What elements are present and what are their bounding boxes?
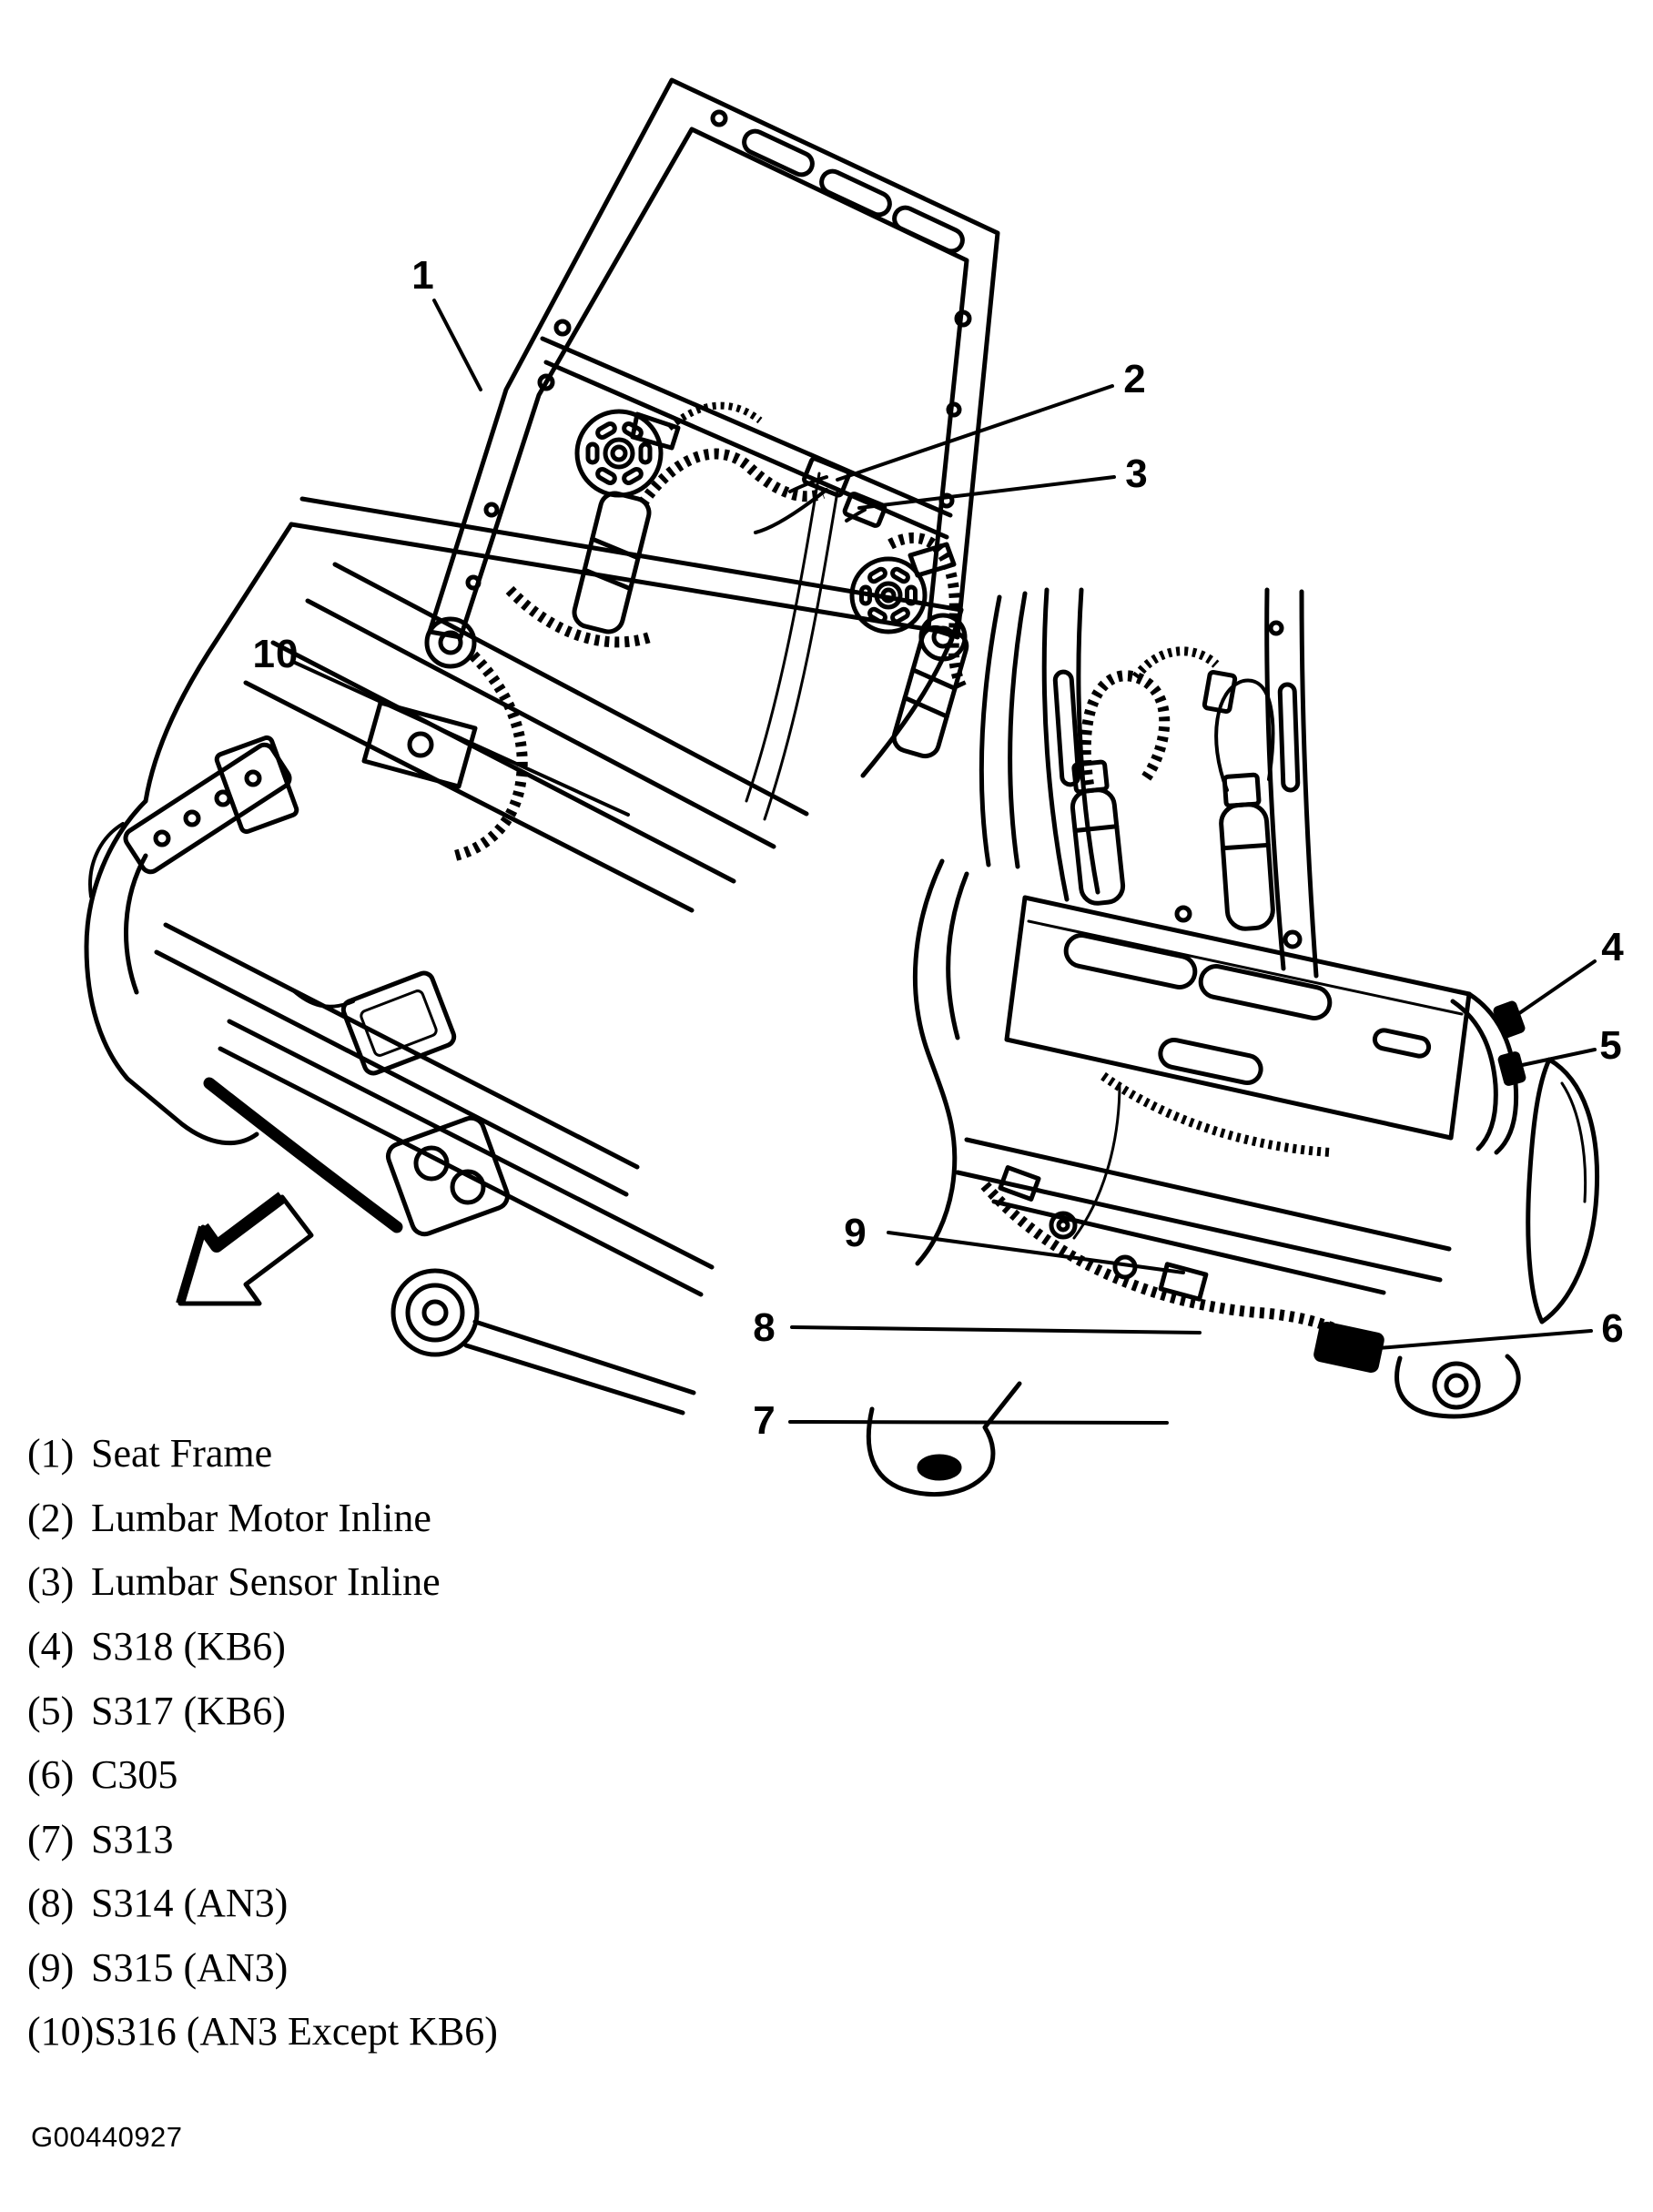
leader-line-7 xyxy=(788,1420,1169,1425)
callout-7: 7 xyxy=(753,1398,776,1443)
legend-item-label: S316 (AN3 Except KB6) xyxy=(94,2009,498,2054)
seat-frame-rear-view-drawing xyxy=(866,587,1600,1497)
callout-1: 1 xyxy=(411,253,435,298)
figure-id-code: G00440927 xyxy=(31,2121,183,2153)
callout-2: 2 xyxy=(1123,357,1147,401)
legend-item-number: (3) xyxy=(27,1559,75,1604)
legend-item: (10)S316 (AN3 Except KB6) xyxy=(27,2009,498,2055)
callout-3: 3 xyxy=(1125,452,1149,496)
legend-item-label: Lumbar Motor Inline xyxy=(91,1496,431,1540)
legend-item-label: S314 (AN3) xyxy=(91,1881,289,1925)
view-direction-arrow-icon xyxy=(176,1192,314,1306)
legend-item-number: (5) xyxy=(27,1689,75,1733)
lumbar-motor-left xyxy=(572,409,681,634)
legend-item: (8) S314 (AN3) xyxy=(27,1881,288,1926)
leader-line-8 xyxy=(790,1325,1202,1334)
legend-item-label: S315 (AN3) xyxy=(91,1945,289,1990)
legend-item: (4) S318 (KB6) xyxy=(27,1624,286,1669)
callout-10: 10 xyxy=(252,632,299,676)
legend-item: (1) Seat Frame xyxy=(27,1431,272,1476)
legend-item: (6) C305 xyxy=(27,1752,177,1798)
legend-item: (5) S317 (KB6) xyxy=(27,1689,286,1734)
legend-item-label: S318 (KB6) xyxy=(91,1624,286,1669)
legend-item-number: (4) xyxy=(27,1624,75,1669)
legend-item-number: (2) xyxy=(27,1496,75,1540)
leader-line-9 xyxy=(887,1231,1185,1274)
legend-item-number: (8) xyxy=(27,1881,75,1925)
callout-8: 8 xyxy=(753,1305,776,1350)
legend-item-label: S317 (KB6) xyxy=(91,1689,286,1733)
leader-line-1 xyxy=(432,299,482,391)
legend-item-number: (6) xyxy=(27,1752,75,1797)
legend-item-label: S313 xyxy=(91,1817,174,1862)
callout-9: 9 xyxy=(844,1211,867,1255)
leader-line-4 xyxy=(1511,959,1597,1020)
legend-item-number: (9) xyxy=(27,1945,75,1990)
callout-6: 6 xyxy=(1601,1306,1625,1351)
legend-item-number: (7) xyxy=(27,1817,75,1862)
leader-line-5 xyxy=(1512,1048,1597,1069)
legend-item: (9) S315 (AN3) xyxy=(27,1945,288,1991)
legend-item: (2) Lumbar Motor Inline xyxy=(27,1496,431,1541)
callout-4: 4 xyxy=(1601,925,1625,969)
legend-item-label: C305 xyxy=(91,1752,178,1797)
leader-line-3 xyxy=(857,475,1116,510)
legend-item: (7) S313 xyxy=(27,1817,173,1862)
seat-frame-front-view-drawing xyxy=(84,77,1000,1415)
legend-item: (3) Lumbar Sensor Inline xyxy=(27,1559,441,1605)
legend-item-label: Lumbar Sensor Inline xyxy=(91,1559,441,1604)
leader-line-2 xyxy=(836,384,1114,482)
legend-item-number: (1) xyxy=(27,1431,75,1476)
legend-item-label: Seat Frame xyxy=(91,1431,273,1476)
callout-leader-lines xyxy=(291,299,1597,1425)
lumbar-inline-connectors xyxy=(754,456,887,534)
legend-item-number: (10) xyxy=(27,2009,95,2054)
leader-line-6 xyxy=(1365,1329,1593,1351)
callout-5: 5 xyxy=(1599,1023,1623,1068)
leader-line-10 xyxy=(291,660,630,817)
